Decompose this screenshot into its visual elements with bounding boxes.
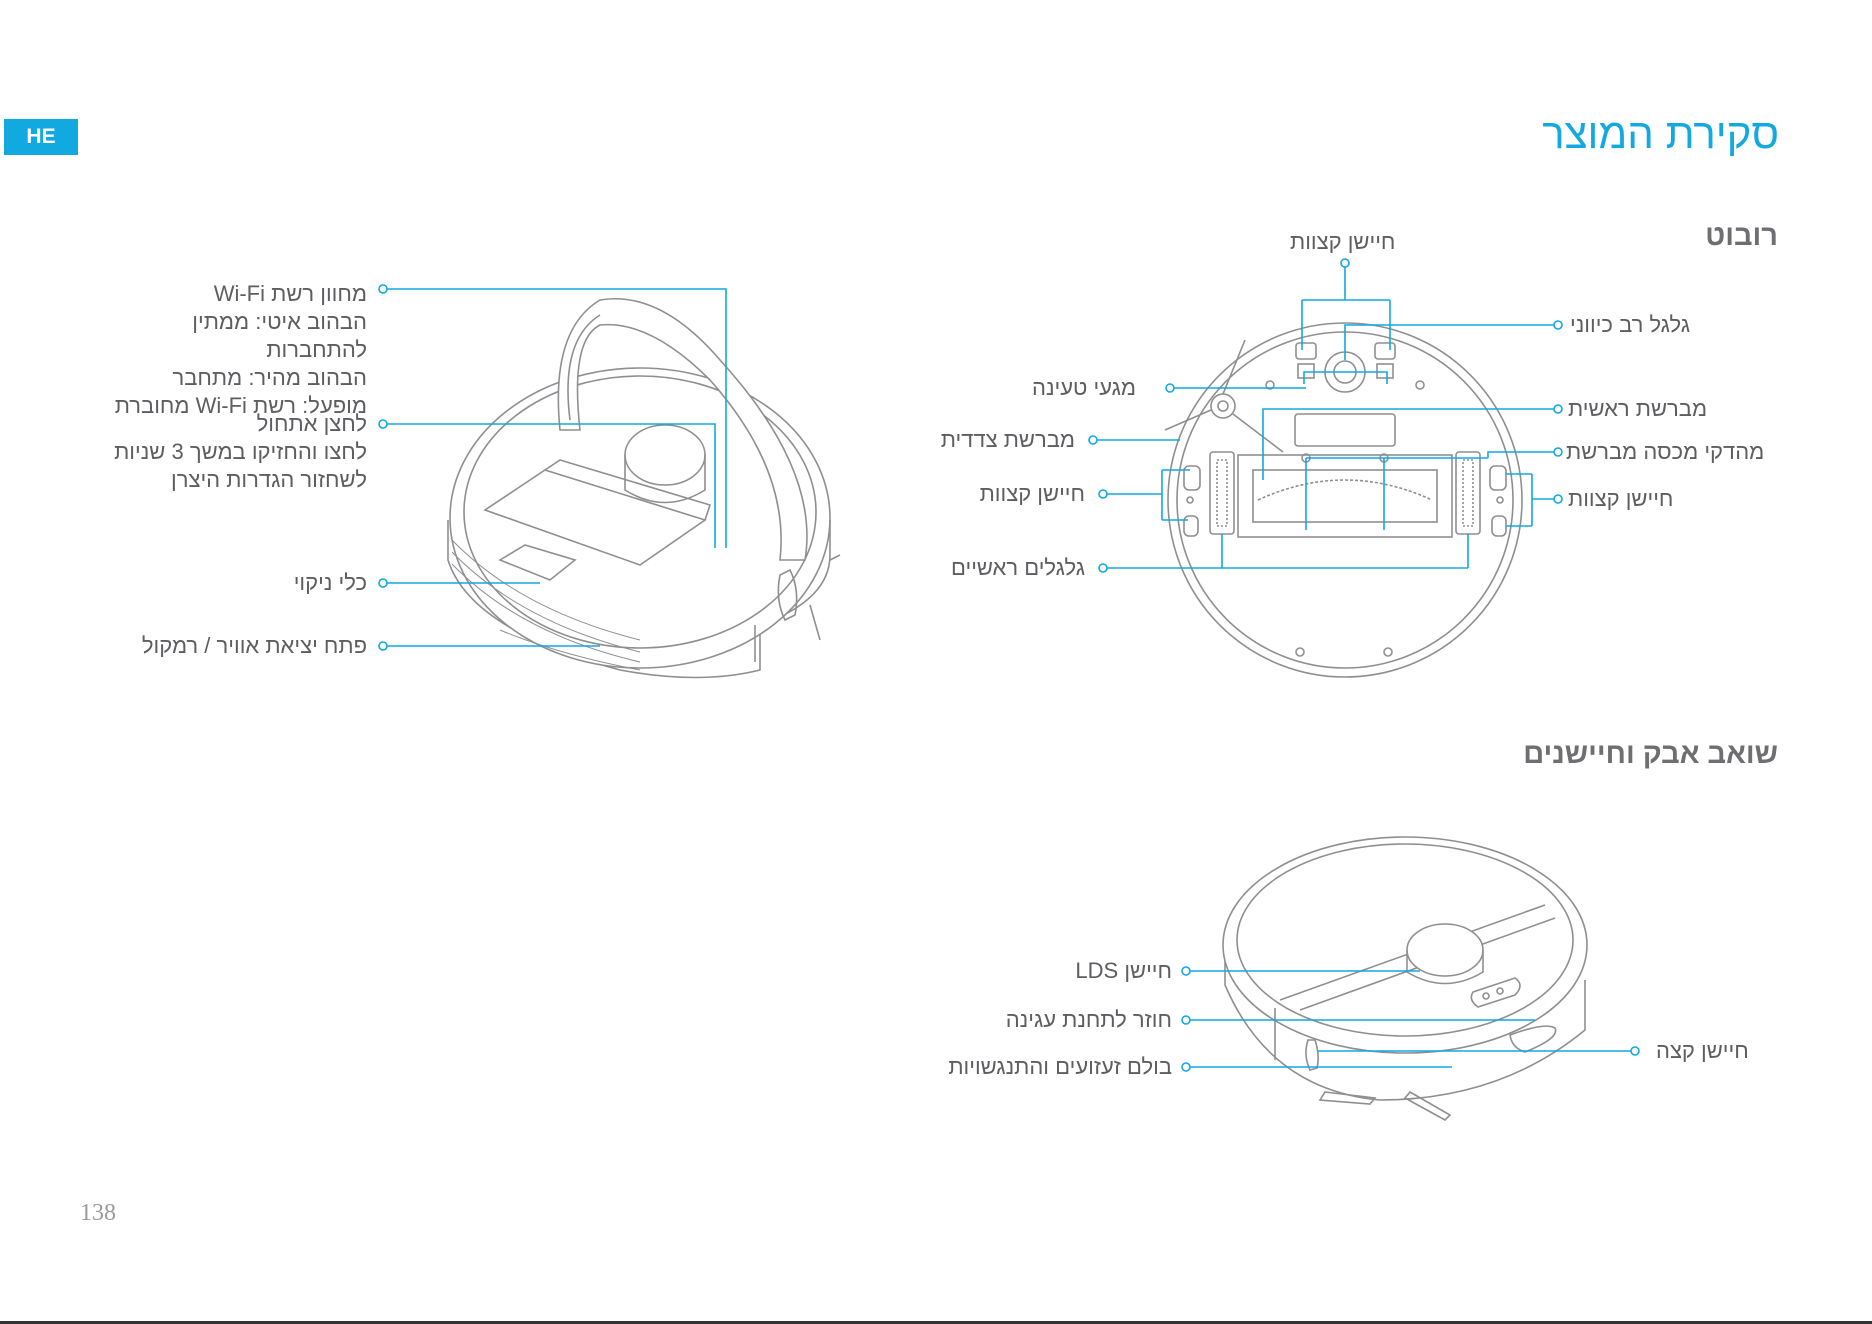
edge-sensor-label: חיישן קצה	[1656, 1038, 1749, 1063]
robot-top-view-illustration	[447, 298, 841, 679]
page-number: 138	[80, 1200, 116, 1226]
section-title-robot: רובוט	[1705, 220, 1778, 252]
air-outlet-speaker-label: פתח יציאת אוויר / רמקול	[141, 633, 367, 658]
robot-sensor-view-illustration	[1222, 836, 1588, 1121]
cliff-sensor-right-label: חיישן קצוות	[1568, 486, 1674, 511]
wifi-slow-blink-text-cont: להתחברות	[266, 337, 367, 362]
section-title-vacuum-sensors: שואב אבק וחיישנים	[1523, 738, 1778, 770]
language-badge: HE	[4, 119, 78, 155]
main-wheels-label: גלגלים ראשיים	[951, 555, 1085, 580]
wifi-fast-blink-text: הבהוב מהיר: מתחבר	[172, 365, 368, 390]
cliff-sensor-top-label: חיישן קצוות	[1290, 229, 1396, 254]
reset-hold-text: לחצו והחזיקו במשך 3 שניות	[114, 439, 367, 464]
page-title: סקירת המוצר	[1542, 110, 1779, 157]
cliff-sensor-left-label: חייש‏ן קצוות	[979, 481, 1085, 506]
wifi-indicator-label: מחוון רשת Wi-Fi	[213, 281, 367, 306]
wifi-connected-text: מופעל: רשת Wi-Fi מחוברת	[114, 393, 367, 418]
omni-wheel-label: גלגל רב כיווני	[1570, 312, 1691, 337]
cleaning-tool-label: כלי ניקוי	[293, 570, 367, 595]
reset-button-label: לחצן אתחול	[256, 411, 367, 436]
main-brush-label: מברשת ראשית	[1568, 396, 1708, 421]
charging-contacts-label: מגעי טעינה	[1032, 375, 1136, 400]
brush-cover-clips-label: מהדקי מכסה מברשת	[1566, 439, 1765, 464]
callout-lines	[378, 258, 1640, 1072]
bumper-label: בולם זעזועים והתנגשויות	[948, 1054, 1172, 1079]
dock-reflector-label: חוזר לתחנת עגינה	[1005, 1007, 1172, 1032]
side-brush-label: מברשת צדדית	[940, 427, 1075, 452]
bottom-divider	[0, 1321, 1872, 1324]
wifi-slow-blink-text: הבהוב איטי: ממתין	[192, 309, 367, 334]
robot-bottom-view-illustration	[1164, 322, 1523, 678]
lds-sensor-label: חיישן LDS	[1075, 958, 1172, 983]
reset-factory-text: לשחזור הגדרות היצרן	[170, 467, 367, 492]
